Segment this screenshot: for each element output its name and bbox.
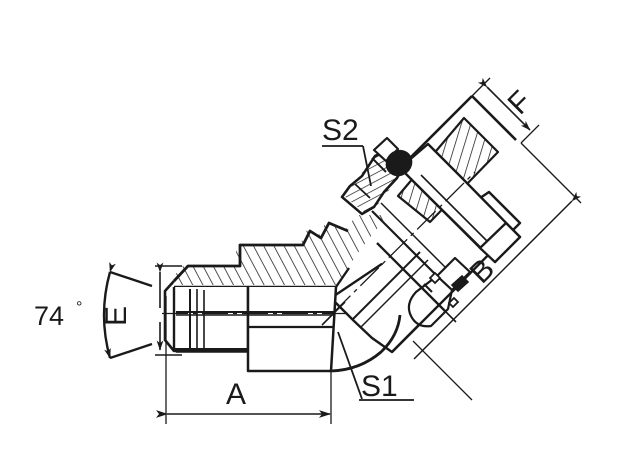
dimension-f-lines [471,77,540,144]
branch-leg-45deg [329,95,522,354]
dimension-a-lines [156,296,332,424]
hex-s1-label: S1 [361,370,398,403]
dimension-e-lines [155,262,182,356]
hex-s2-label: S2 [322,114,359,147]
degree-symbol: ° [76,299,82,316]
fitting-geometry [162,95,522,373]
dimension-a-label: A [226,378,246,411]
dimension-b-lines [412,142,582,401]
cone-angle-symbol [102,261,153,360]
dimension-e-label: E [100,306,133,326]
angle-value-label: 74 [34,301,64,331]
hex-s1-leader [337,331,414,401]
dimension-f-label: F [502,85,538,121]
hex-s2-leader [322,145,372,187]
